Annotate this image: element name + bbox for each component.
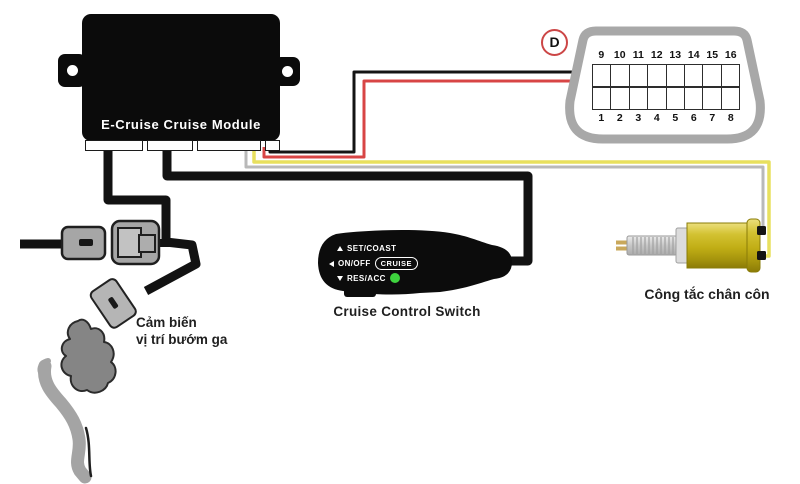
- obd-pin-grid-divider: [592, 86, 740, 88]
- pin-number: 16: [724, 49, 737, 61]
- module-mount-ear-left: [58, 54, 86, 87]
- throttle-caption-line2: vị trí bướm ga: [136, 332, 228, 348]
- throttle-sensor-caption: Cảm biến vị trí bướm ga: [136, 314, 227, 349]
- pin-number: 10: [613, 49, 626, 61]
- clutch-switch-caption: Công tắc chân côn: [644, 286, 770, 302]
- onoff-label: ON/OFF: [338, 259, 371, 268]
- module-connector-tab: [147, 140, 193, 151]
- clutch-switch-body: [686, 222, 752, 269]
- res-acc-label: RES/ACC: [347, 273, 386, 283]
- arrow-up-icon: [337, 246, 343, 251]
- throttle-pedal-arm: [37, 359, 92, 484]
- cruise-pill-badge: CRUISE: [374, 257, 418, 270]
- pin-number: 3: [635, 112, 642, 124]
- pin-number: 2: [616, 112, 623, 124]
- set-coast-label: SET/COAST: [347, 244, 397, 253]
- cruise-switch-res-row: RES/ACC: [337, 273, 400, 283]
- indicator-led-icon: [389, 273, 400, 283]
- throttle-pedal-arm-edge: [84, 426, 93, 478]
- throttle-pedal-arm-hook: [37, 358, 51, 379]
- arrow-left-icon: [329, 260, 334, 267]
- arrow-down-icon: [337, 275, 343, 281]
- throttle-sensor-plug: [89, 278, 137, 329]
- module-connector-tab: [197, 140, 261, 151]
- harness-wire-to-throttle-sensor: [103, 146, 201, 295]
- male-connector: [110, 219, 161, 266]
- pin-number: 5: [672, 112, 679, 124]
- pin-number: 1: [598, 112, 605, 124]
- pin-number: 9: [598, 49, 605, 61]
- wire-gray-to-clutch-switch: [244, 147, 765, 233]
- pin-number: 6: [690, 112, 697, 124]
- pin-number: 11: [632, 49, 644, 61]
- clutch-switch: [616, 218, 766, 273]
- clutch-switch-terminal-top: [757, 226, 766, 235]
- pin-number: 15: [706, 49, 719, 61]
- female-connector: [60, 225, 107, 261]
- pin-number: 8: [727, 112, 734, 124]
- module-connector-tab: [85, 140, 143, 151]
- pin-number: 4: [653, 112, 660, 124]
- cruise-switch-onoff-row: ON/OFF CRUISE: [329, 257, 418, 270]
- cruise-switch-set-row: SET/COAST: [337, 244, 396, 253]
- pin-number: 14: [687, 49, 700, 61]
- pin-number: 7: [709, 112, 716, 124]
- throttle-caption-line1: Cảm biến: [136, 315, 197, 330]
- module-connector-tab: [265, 140, 280, 151]
- clutch-switch-flange: [746, 218, 761, 273]
- clutch-switch-terminal-bottom: [757, 251, 766, 260]
- obd-pin-numbers-top: 9 10 11 12 13 14 15 16: [592, 49, 740, 61]
- pin-number: 12: [650, 49, 663, 61]
- pin-number: 13: [669, 49, 682, 61]
- obd-connector-badge: D: [541, 29, 568, 56]
- cruise-switch-caption: Cruise Control Switch: [333, 304, 481, 319]
- wire-black-to-obd: [268, 70, 578, 154]
- mount-hole-icon: [281, 66, 293, 77]
- mount-hole-icon: [66, 65, 78, 76]
- harness-wire-to-cruise-switch: [162, 146, 533, 266]
- wire-red-to-obd: [262, 79, 578, 159]
- cruise-module-label: E-Cruise Cruise Module: [101, 117, 261, 132]
- throttle-sensor-body: [60, 318, 117, 394]
- cruise-module: E-Cruise Cruise Module: [82, 14, 280, 141]
